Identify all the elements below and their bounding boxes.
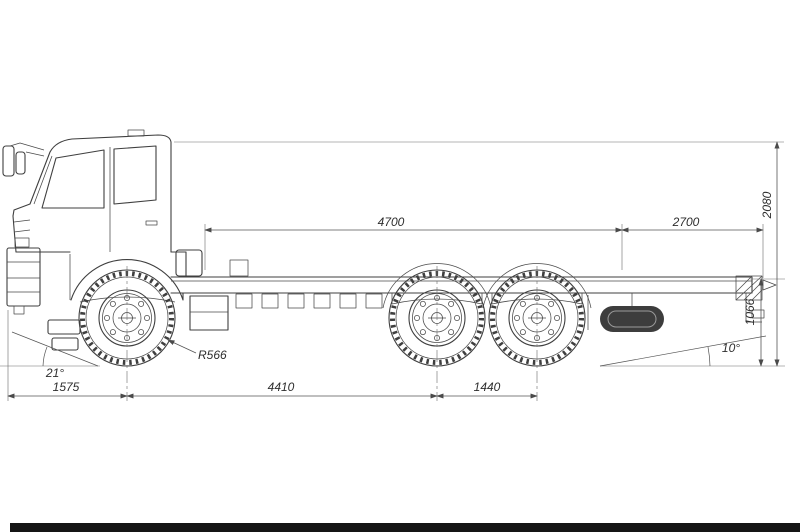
dim-approach-angle-label: 21° (45, 366, 64, 380)
door-window (113, 145, 157, 205)
behind-cab-tank (175, 249, 203, 277)
dim-wheelbase-label: 4410 (268, 380, 295, 394)
side-window (41, 149, 105, 209)
rear-flag (762, 279, 777, 291)
dimensions: 4700 2700 2080 1066 1575 4410 (0, 141, 785, 401)
dim-rear-overhang-label: 2700 (672, 215, 700, 229)
front-fender (70, 259, 184, 301)
dim-frame-height-label: 1066 (743, 298, 757, 325)
dim-frame-height: 1066 (743, 278, 764, 367)
dim-bogie-spacing: 1440 (436, 380, 538, 399)
crossmember-brackets (235, 293, 383, 309)
front-bumper (6, 247, 41, 315)
dim-overall-height-label: 2080 (760, 191, 774, 219)
roof-lamp (127, 129, 145, 137)
dim-departure-angle: 10° (599, 335, 767, 367)
mirrors (2, 142, 45, 177)
battery-box (189, 295, 229, 331)
headlight (14, 237, 30, 248)
frame-mounted-box (229, 259, 249, 277)
spare-wheel (600, 293, 664, 332)
door-handle (145, 220, 158, 226)
dim-front-overhang: 1575 (7, 380, 128, 399)
dim-wheelbase: 4410 (126, 380, 438, 399)
dim-overall-height: 2080 (760, 141, 780, 367)
cab-steps (47, 319, 81, 351)
dim-turning-radius-label: R566 (198, 348, 227, 362)
mirror-main (2, 145, 15, 177)
ground-strip (10, 523, 800, 532)
dim-departure-angle-label: 10° (722, 341, 740, 355)
dim-rear-overhang: 2700 (621, 215, 764, 233)
mirror-wide (15, 151, 26, 175)
dim-frame-length-label: 4700 (378, 215, 405, 229)
dim-approach-angle: 21° (11, 331, 99, 380)
dim-front-overhang-label: 1575 (53, 380, 80, 394)
front-suspension (79, 296, 176, 303)
truck (2, 129, 777, 366)
dim-turning-radius: R566 (167, 339, 227, 362)
dim-frame-length: 4700 (204, 215, 623, 233)
cab (2, 129, 187, 351)
dim-bogie-spacing-label: 1440 (474, 380, 501, 394)
